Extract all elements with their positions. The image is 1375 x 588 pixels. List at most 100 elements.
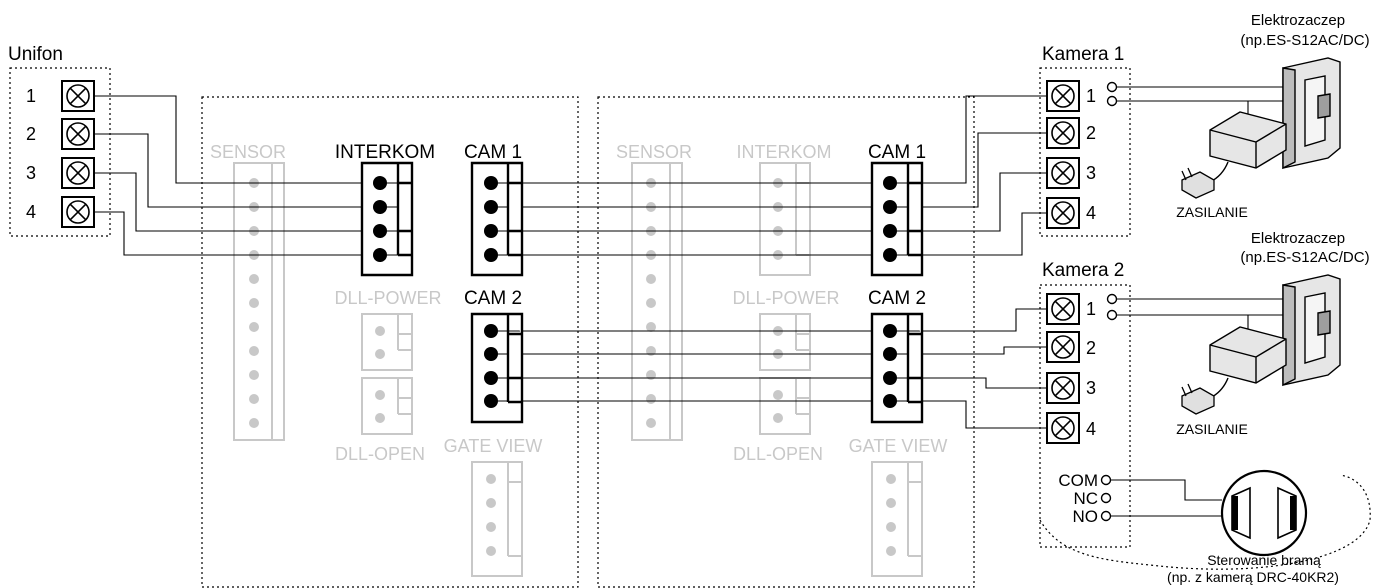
camera-2-terminal-2-label: 2 (1086, 338, 1096, 358)
lock-2-power-label: ZASILANIE (1176, 421, 1248, 437)
module-2-gate-view-label: GATE VIEW (849, 436, 948, 456)
wire-kam2-4 (890, 400, 1047, 429)
camera-1-terminal-4: 4 (1046, 197, 1096, 229)
module-2-cam2-connector (870, 312, 924, 424)
relay-com-label: COM (1058, 471, 1098, 490)
unifon-title: Unifon (8, 44, 63, 65)
module-2-interkom-label: INTERKOM (736, 142, 831, 162)
lock-1-title: Elektrozaczep (1251, 12, 1345, 29)
wire-kam2-1 (890, 308, 1047, 332)
wire-unifon-4 (94, 211, 380, 256)
camera-2-terminal-4: 4 (1046, 412, 1096, 444)
lock-2-icon (1282, 274, 1341, 387)
module-1-interkom-connector (360, 161, 414, 277)
camera-1-terminal-3: 3 (1046, 157, 1096, 189)
module-2-sensor-label: SENSOR (616, 142, 692, 162)
module-2-dll-open-pins (773, 390, 783, 423)
camera-2-terminal-1-label: 1 (1086, 299, 1096, 319)
module-1-gate-view-connector (471, 461, 523, 577)
camera-1-terminal-2: 2 (1046, 117, 1096, 149)
wires (94, 95, 1047, 429)
camera-1-enclosure (1039, 67, 1131, 237)
module-2-enclosure (597, 96, 975, 588)
relay-wires (1110, 479, 1222, 517)
camera-1-lock-contacts (1106, 81, 1118, 107)
camera-1-terminal-4-label: 4 (1086, 203, 1096, 223)
wire-kam1-1 (890, 95, 1047, 184)
relay-contacts (1100, 474, 1112, 522)
camera-2-lock-wires (1116, 298, 1285, 332)
unifon-terminal-1: 1 (26, 80, 95, 112)
module-2-inactive: SENSOR INTERKOM DLL-POWER DLL-OPEN GATE … (616, 142, 948, 577)
module-1-dll-open-connector (361, 377, 413, 435)
camera-1-terminal-2-label: 2 (1086, 123, 1096, 143)
module-1-dll-power-connector (361, 313, 413, 371)
module-2-cam2-label: CAM 2 (868, 288, 926, 309)
wire-unifon-3 (94, 172, 380, 232)
lock-1-plug-icon (1181, 167, 1215, 199)
module-1-dll-open-pins (375, 390, 385, 423)
module-1-inactive: SENSOR DLL-POWER DLL-OPEN GATE VIEW (210, 142, 543, 577)
camera-2-terminal-2: 2 (1046, 331, 1096, 363)
module-1-dll-open-label: DLL-OPEN (335, 444, 425, 464)
module-2-gate-view-connector (871, 461, 923, 577)
unifon-terminal-4: 4 (26, 196, 95, 228)
camera-1-title: Kamera 1 (1042, 44, 1124, 65)
lock-2-plug-icon (1181, 383, 1215, 415)
gate-note: (np. z kamerą DRC-40KR2) (1167, 569, 1339, 585)
module-2-dll-power-label: DLL-POWER (732, 288, 839, 308)
wire-kam2-2 (890, 346, 1047, 355)
lock-1-power-supply-icon (1209, 111, 1287, 183)
module-2-interkom-connector (759, 162, 811, 276)
lock-1-power-label: ZASILANIE (1176, 204, 1248, 220)
camera-1-lock-wires (1116, 86, 1285, 118)
module-1-cam1-label: CAM 1 (464, 142, 522, 163)
wire-kam1-2 (890, 132, 1047, 208)
lock-2-model: (np.ES-S12AC/DC) (1240, 249, 1369, 266)
camera-2-enclosure (1039, 284, 1131, 548)
module-2-cam1-label: CAM 1 (868, 142, 926, 163)
wire-overlays (380, 182, 908, 402)
module-2-dll-open-label: DLL-OPEN (733, 444, 823, 464)
relay-no-label: NO (1073, 507, 1099, 526)
unifon-terminal-1-label: 1 (26, 86, 36, 106)
unifon-terminal-2-label: 2 (26, 124, 36, 144)
module-1-cam2-connector (470, 312, 524, 424)
module-2-sensor-pins (646, 178, 656, 428)
module-2-sensor-connector (631, 162, 683, 441)
module-1-sensor-pins (249, 178, 259, 428)
camera-1-terminal-1: 1 (1046, 80, 1096, 112)
wire-kam2-3 (890, 377, 1047, 389)
camera-2-lock-contacts (1106, 293, 1118, 321)
camera-2-terminal-4-label: 4 (1086, 419, 1096, 439)
module-2-dll-power-connector (759, 313, 811, 371)
camera-1-terminals: 1 2 3 4 (1046, 80, 1096, 229)
wire-kam1-4 (890, 212, 1047, 256)
gate-title: Sterowanie bramą (1207, 552, 1321, 568)
module-1-enclosure (201, 96, 579, 588)
camera-2-terminal-1: 1 (1046, 293, 1096, 325)
camera-2-terminals: 1 2 3 4 (1046, 293, 1096, 444)
lock-1-icon (1282, 57, 1341, 170)
module-2-active: CAM 1 CAM 2 (868, 142, 926, 424)
unifon-terminal-3: 3 (26, 157, 95, 189)
unifon-terminal-2: 2 (26, 118, 95, 150)
module-1-sensor-label: SENSOR (210, 142, 286, 162)
camera-2-title: Kamera 2 (1042, 260, 1124, 281)
camera-2-relay: COM NC NO (1058, 471, 1112, 526)
unifon-terminals: 1 2 3 4 (26, 80, 95, 228)
wire-unifon-2 (94, 133, 380, 208)
camera-1-terminal-1-label: 1 (1086, 86, 1096, 106)
gate-icon (1220, 469, 1308, 557)
unifon-terminal-4-label: 4 (26, 202, 36, 222)
module-2-gate-view-pins (886, 474, 896, 556)
module-1-gate-view-label: GATE VIEW (444, 436, 543, 456)
lock-2-title: Elektrozaczep (1251, 230, 1345, 247)
module-1-gate-view-pins (486, 474, 496, 556)
unifon-enclosure (9, 67, 111, 237)
camera-1-terminal-3-label: 3 (1086, 163, 1096, 183)
wire-unifon-1 (94, 95, 380, 184)
relay-nc-label: NC (1073, 489, 1098, 508)
module-1-interkom-label: INTERKOM (335, 142, 435, 163)
